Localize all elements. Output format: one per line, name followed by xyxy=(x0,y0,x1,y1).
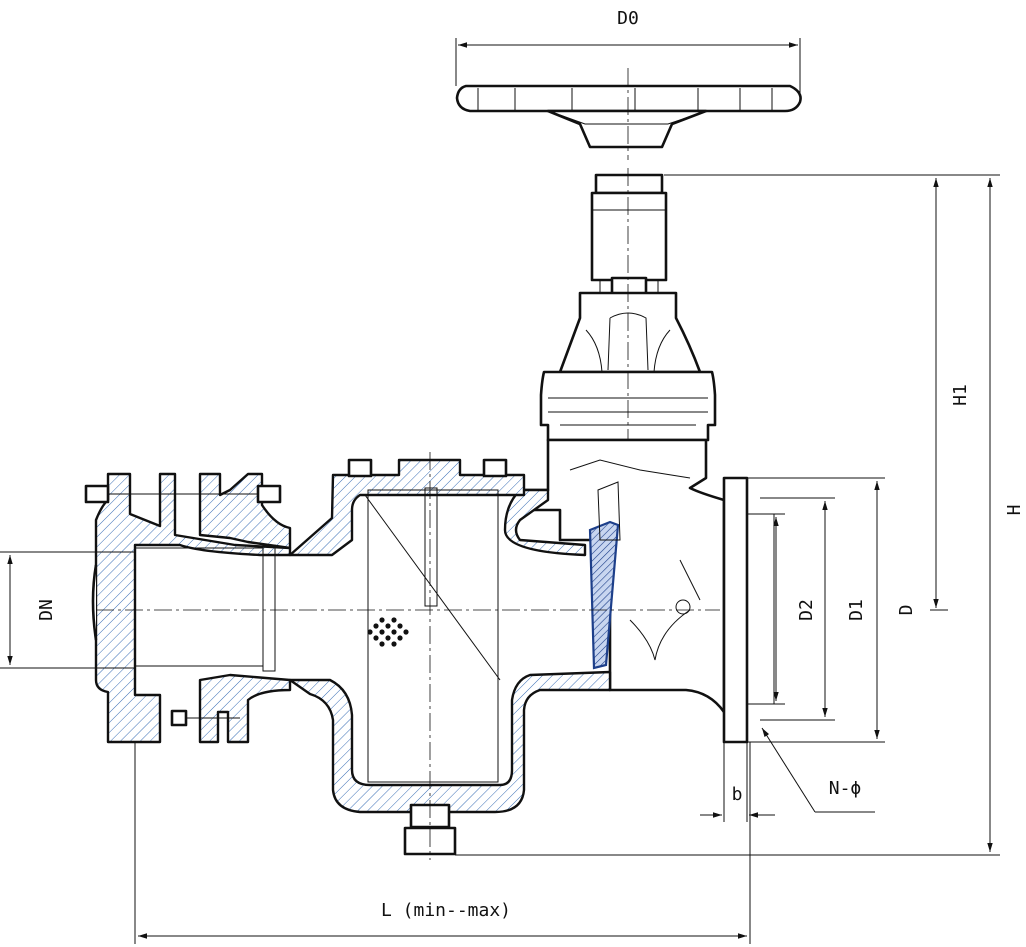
label-h: H xyxy=(1004,505,1025,516)
label-d2: D2 xyxy=(796,599,817,621)
label-length: L (min--max) xyxy=(381,900,511,921)
label-b: b xyxy=(732,784,743,805)
valve-body xyxy=(503,438,775,744)
label-dn: DN xyxy=(36,599,57,621)
dimension-lines xyxy=(0,38,1000,944)
label-h1: H1 xyxy=(950,384,971,406)
label-n-phi: N-ϕ xyxy=(829,778,862,799)
gate-disc xyxy=(588,481,621,670)
label-d: D xyxy=(896,605,917,616)
left-flange-adapter xyxy=(84,472,292,744)
strainer-housing xyxy=(288,452,612,860)
handwheel xyxy=(455,68,802,160)
label-d0: D0 xyxy=(617,8,639,29)
label-d1: D1 xyxy=(846,599,867,621)
screen-mesh-mark xyxy=(367,617,409,647)
